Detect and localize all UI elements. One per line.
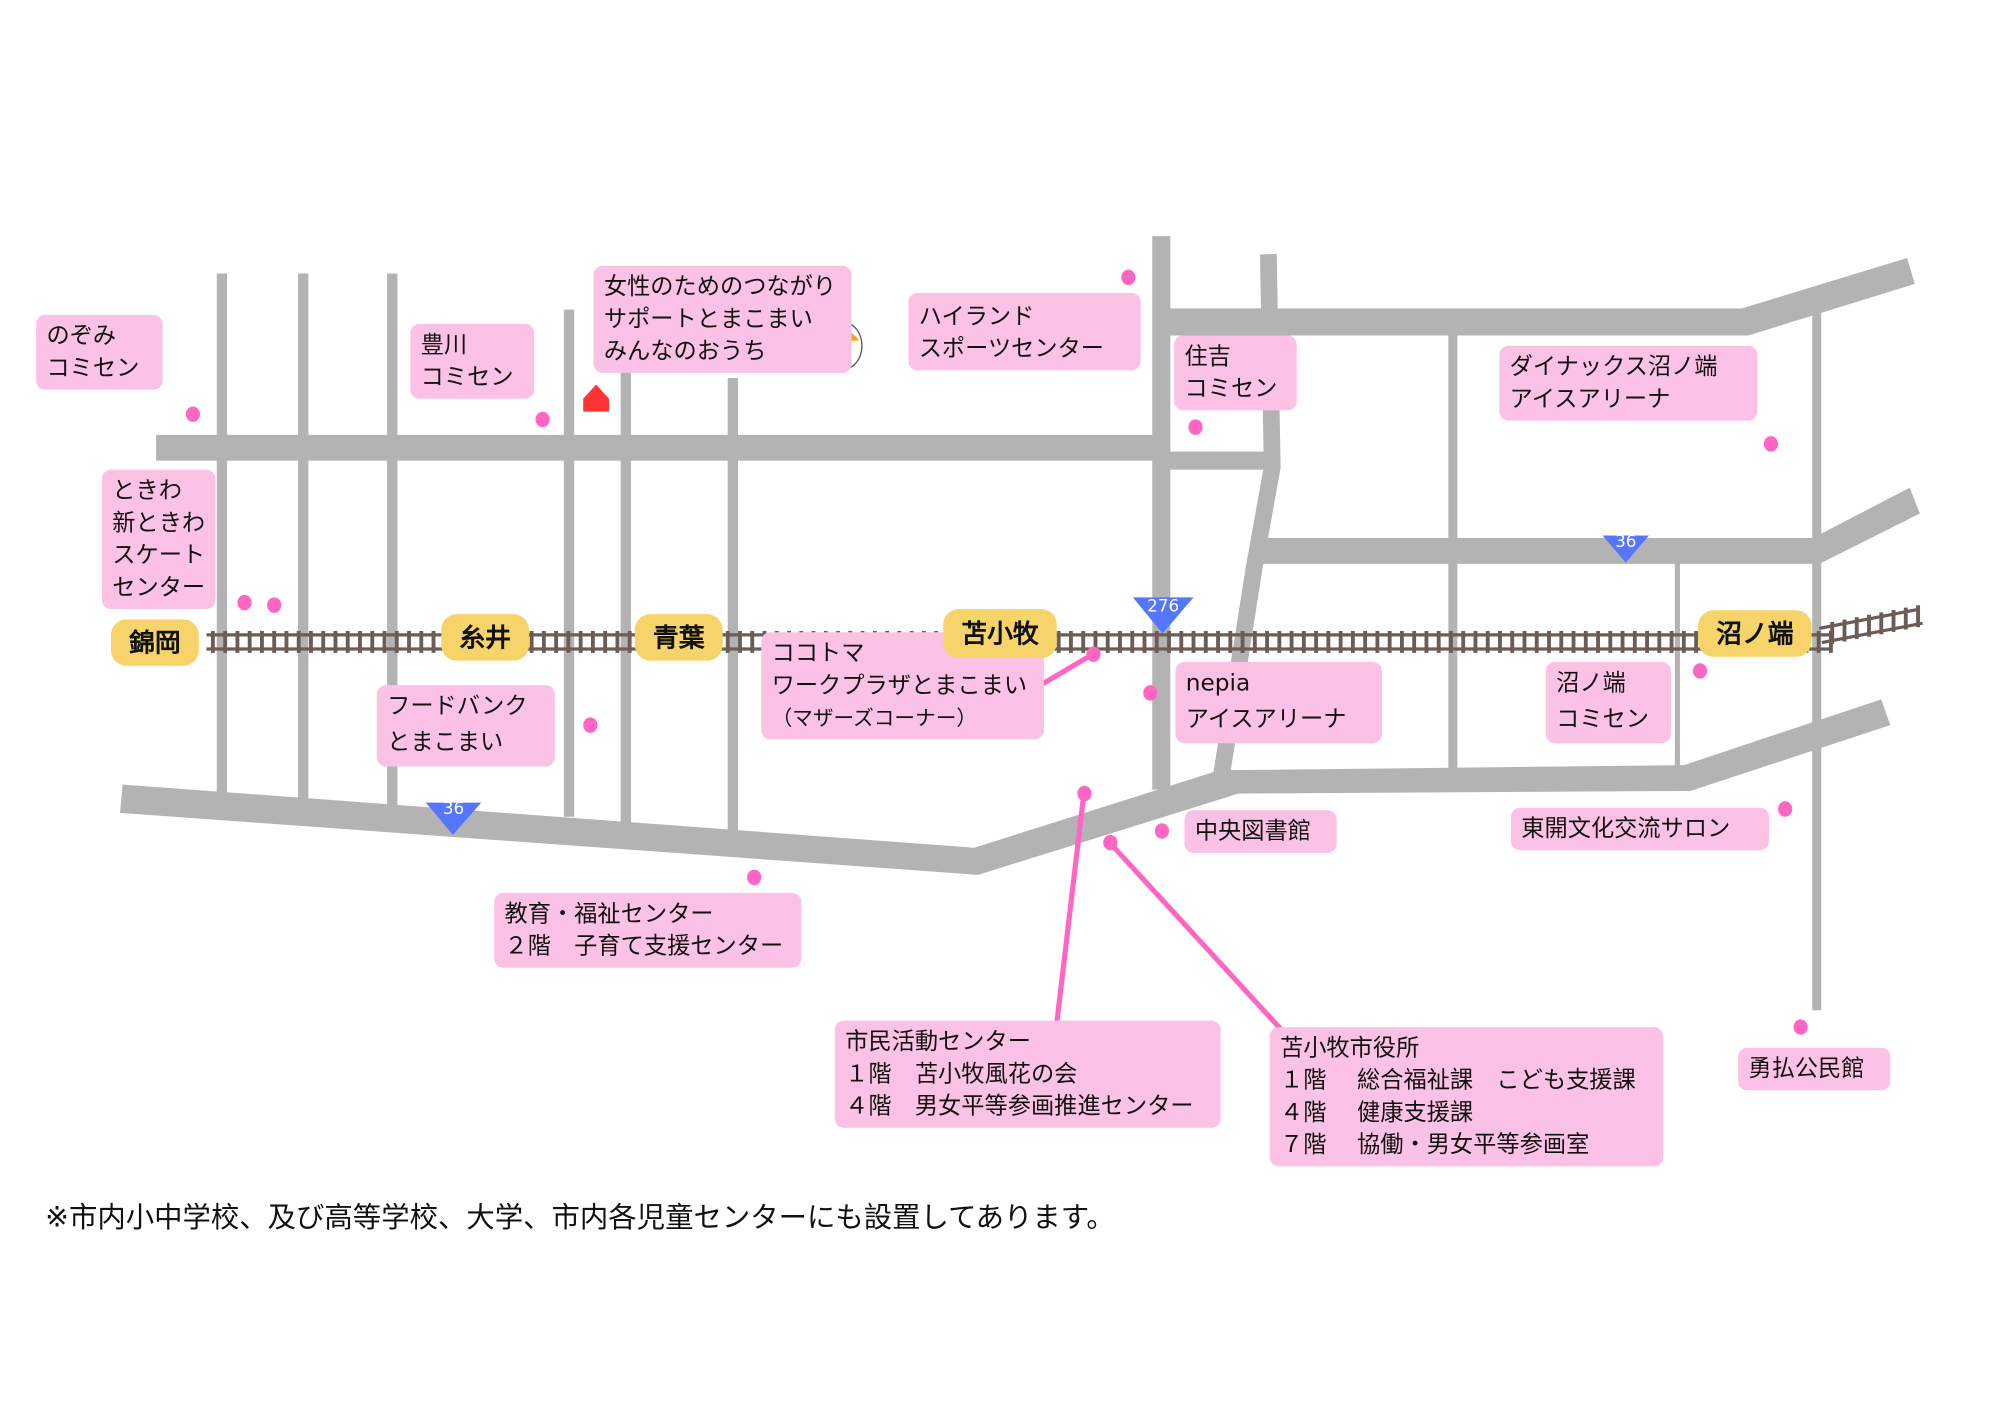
place-line: とまこまい <box>387 729 504 757</box>
place-line: 沼ノ端 <box>1556 669 1626 697</box>
place-line: ２階 子育て支援センター <box>504 932 784 960</box>
place-line: ワークプラザとまこまい <box>771 672 1028 700</box>
place-shimin: 市民活動センター １階 苫小牧風花の会 ４階 男女平等参画推進センター <box>834 1020 1221 1128</box>
location-marker <box>1692 663 1708 679</box>
road <box>156 434 1163 461</box>
place-line: センター <box>112 574 206 602</box>
station-tomakomai: 苫小牧 <box>943 609 1057 659</box>
place-line: 東開文化交流サロン <box>1521 815 1731 843</box>
place-line: 教育・福祉センター <box>504 900 714 928</box>
place-tokiwa: ときわ新ときわスケートセンター <box>101 469 216 610</box>
station-nishikioka: 錦岡 <box>110 619 199 666</box>
road <box>119 699 1891 875</box>
station-itoi: 糸井 <box>441 614 530 661</box>
place-dynax: ダイナックス沼ノ端アイスアリーナ <box>1499 345 1758 421</box>
location-marker <box>1086 646 1101 662</box>
place-toyokawa: 豊川コミセン <box>410 323 535 399</box>
place-line: のぞみ <box>46 322 117 350</box>
station-numanohata: 沼ノ端 <box>1698 610 1812 657</box>
place-line: 苫小牧市役所 <box>1279 1034 1420 1062</box>
place-line: ダイナックス沼ノ端 <box>1509 353 1718 381</box>
place-shiyakusho: 苫小牧市役所 １階 総合福祉課 こども支援課 ４階 健康支援課 ７階 協働・男女平等参… <box>1269 1027 1664 1167</box>
location-marker <box>267 597 282 613</box>
place-line: 市民活動センター <box>845 1028 1031 1056</box>
route-shields <box>425 535 1650 835</box>
place-line: ハイランド <box>918 303 1035 331</box>
place-line: ココトマ <box>771 639 865 668</box>
location-marker <box>1143 685 1158 701</box>
place-line: スポーツセンター <box>918 335 1105 363</box>
location-marker <box>185 406 200 422</box>
place-josei: 女性のためのつながりサポートとまこまいみんなのおうち <box>593 265 852 373</box>
place-line: ４階 健康支援課 <box>1279 1099 1474 1127</box>
place-line: アイスアリーナ <box>1185 705 1347 733</box>
place-line: コミセン <box>1184 375 1278 403</box>
place-nepia: nepia アイスアリーナ <box>1175 661 1382 744</box>
place-foodbank: フードバンクとまこまい <box>376 685 555 767</box>
place-line: ７階 協働・男女平等参画室 <box>1279 1131 1590 1159</box>
location-marker <box>583 717 598 733</box>
place-line: 中央図書館 <box>1194 818 1311 846</box>
location-marker <box>747 869 762 886</box>
route-36-west: 36 <box>442 799 465 820</box>
place-library: 中央図書館 <box>1184 810 1337 853</box>
place-line: アイスアリーナ <box>1509 385 1671 413</box>
place-nozomi: のぞみコミセン <box>36 314 163 390</box>
place-sumiyoshi: 住吉コミセン <box>1174 335 1297 411</box>
location-marker <box>1154 823 1170 839</box>
location-marker <box>1121 269 1136 286</box>
place-line: みんなのおうち <box>603 338 767 366</box>
road <box>1258 487 1920 564</box>
footnote: ※市内小中学校、及び高等学校、大学、市内各児童センターにも設置してあります。 <box>45 1202 1115 1235</box>
place-line: スケート <box>112 541 206 570</box>
place-line: サポートとまこまい <box>603 305 813 333</box>
place-line: コミセン <box>420 363 514 391</box>
location-marker <box>1793 1019 1808 1035</box>
road <box>1161 258 1915 336</box>
location-marker <box>535 411 550 428</box>
location-marker <box>1103 834 1118 851</box>
location-marker <box>1188 419 1203 435</box>
place-line: フードバンク <box>387 692 528 720</box>
place-line: 住吉 <box>1184 343 1231 371</box>
place-highland: ハイランドスポーツセンター <box>908 292 1141 371</box>
location-marker <box>237 594 252 611</box>
place-line: コミセン <box>46 354 140 382</box>
place-line: ときわ <box>112 477 182 505</box>
road <box>1161 451 1273 470</box>
location-marker <box>1778 801 1793 817</box>
place-line: 女性のためのつながり <box>603 273 837 301</box>
location-marker <box>1077 785 1092 802</box>
place-line: １階 苫小牧風花の会 <box>845 1060 1078 1088</box>
place-toukai: 東開文化交流サロン <box>1510 807 1770 851</box>
route-276: 276 <box>1147 597 1180 617</box>
place-line: ４階 男女平等参画推進センター <box>845 1092 1194 1120</box>
home-icon <box>583 384 610 412</box>
place-line: 勇払公民館 <box>1748 1055 1865 1083</box>
place-line: nepia <box>1185 669 1251 697</box>
place-line: 新ときわ <box>112 509 206 537</box>
route-36-east: 36 <box>1615 532 1637 553</box>
station-aoba: 青葉 <box>634 614 723 661</box>
place-kyoiku: 教育・福祉センター ２階 子育て支援センター <box>494 892 802 968</box>
place-line: １階 総合福祉課 こども支援課 <box>1279 1067 1636 1095</box>
place-line: （マザーズコーナー） <box>771 705 978 731</box>
place-line: コミセン <box>1556 705 1650 733</box>
location-marker <box>1763 436 1779 452</box>
connector-lines <box>1041 651 1284 1032</box>
place-yufutsu: 勇払公民館 <box>1738 1047 1891 1091</box>
place-numanohata: 沼ノ端コミセン <box>1545 661 1671 744</box>
place-line: 豊川 <box>420 331 468 359</box>
